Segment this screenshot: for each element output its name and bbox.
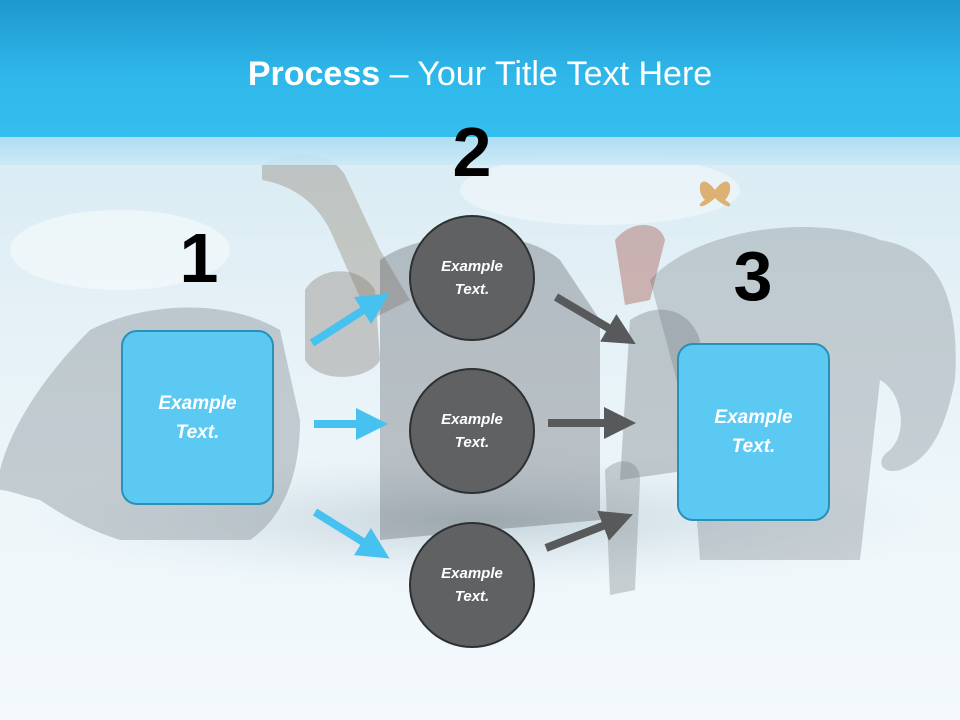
slide-title-bold: Process bbox=[247, 55, 381, 93]
step-2-circle-top-text: Example Text. bbox=[441, 258, 503, 298]
parrot-silhouette bbox=[615, 225, 665, 305]
step-3-box: Example Text. bbox=[677, 343, 830, 521]
step-2-circle-bottom: Example Text. bbox=[409, 522, 535, 648]
step-2-circle-middle-text: Example Text. bbox=[441, 411, 503, 451]
arrow-bottom-to-step3-icon bbox=[544, 510, 633, 552]
step-1-box-text: Example Text. bbox=[158, 392, 237, 443]
giraffe-silhouette bbox=[262, 154, 410, 320]
step-3-number: 3 bbox=[733, 237, 773, 315]
arrow-step1-to-top-icon bbox=[309, 293, 390, 347]
title-bar-band bbox=[0, 137, 960, 165]
slide-title: Process – Your Title Text Here bbox=[0, 52, 960, 96]
step-1-number: 1 bbox=[179, 219, 219, 297]
arrow-top-to-step3-icon bbox=[553, 293, 636, 345]
step-2-number: 2 bbox=[452, 113, 492, 191]
title-bar bbox=[0, 0, 960, 137]
step-3-box-text: Example Text. bbox=[714, 407, 793, 457]
step-1-box: Example Text. bbox=[121, 330, 274, 505]
step-2-circle-bottom-text: Example Text. bbox=[441, 565, 503, 605]
arrow-step1-to-bottom-icon bbox=[312, 508, 390, 559]
butterfly-icon bbox=[699, 181, 731, 207]
slide-title-rest: – Your Title Text Here bbox=[380, 55, 713, 93]
step-2-circle-middle: Example Text. bbox=[409, 368, 535, 494]
step-2-circle-top: Example Text. bbox=[409, 215, 535, 341]
